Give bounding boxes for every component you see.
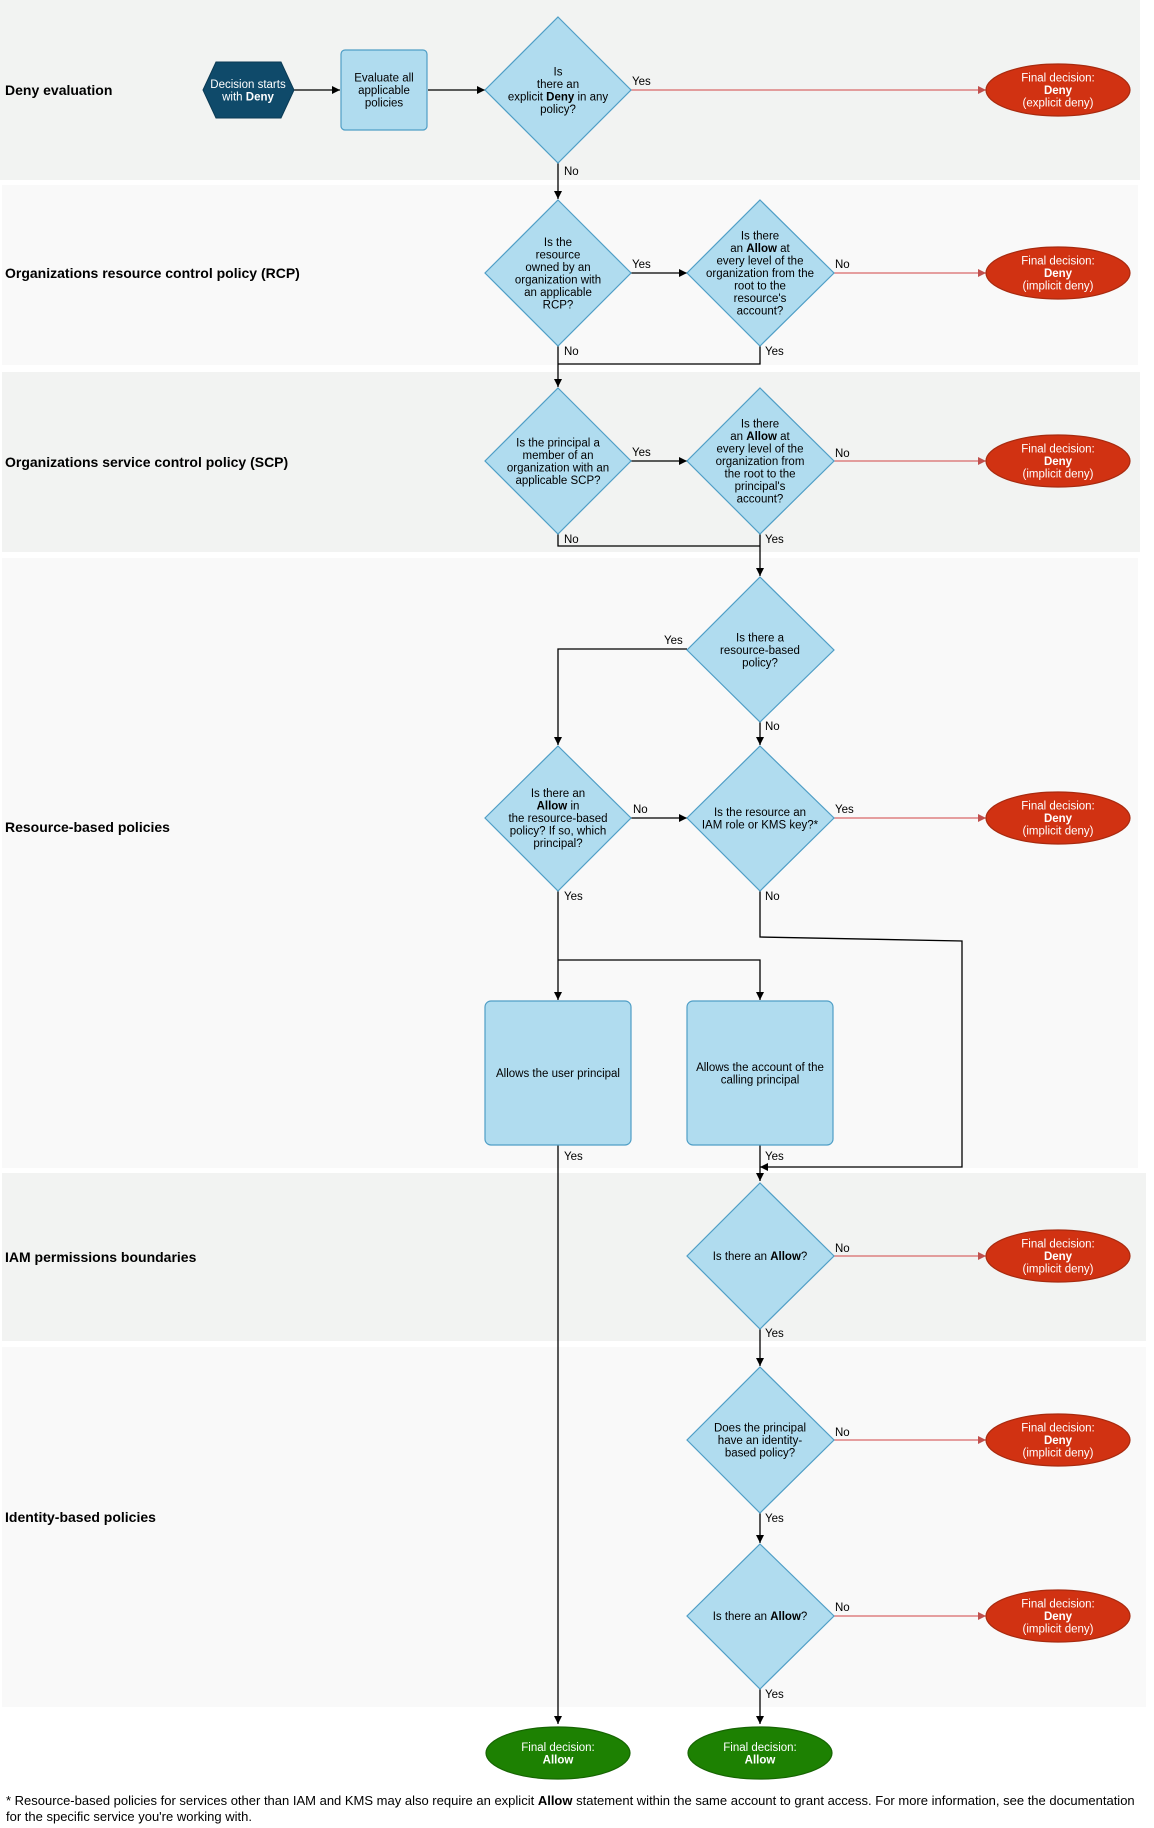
lane-label-scp: Organizations service control policy (SC… (5, 454, 288, 470)
start-node (202, 61, 295, 119)
decision-pb-allow (686, 1182, 835, 1330)
footnote-after: statement within the same account to gra… (6, 1793, 1135, 1824)
final-explicit-deny-label: Final decision:Deny(explicit deny) (1021, 73, 1095, 110)
final-ibp2-deny-label: Final decision:Deny(implicit deny) (1021, 1599, 1095, 1636)
final-allow-account-label: Final decision:Allow (723, 1742, 797, 1767)
label-explicit-no: No (564, 166, 579, 178)
final-rbp-deny (985, 791, 1131, 845)
final-allow-user-label: Final decision:Allow (521, 1742, 595, 1767)
label-rbp-exists-no: No (765, 721, 780, 733)
label-rbp-exists-yes: Yes (664, 635, 683, 647)
final-ibp-deny-label: Final decision:Deny(implicit deny) (1021, 1423, 1095, 1460)
decision-pb-allow-label: Is there an Allow? (713, 1251, 808, 1263)
label-rcp-applies-no: No (564, 346, 579, 358)
footnote-before: * Resource-based policies for services o… (6, 1793, 538, 1808)
evaluate-policies-box (340, 49, 428, 131)
edge-rbp-allow-yes-account (558, 959, 764, 1000)
label-rcp-allow-no: No (835, 259, 850, 271)
edge-labels: Yes No Yes No No Yes Yes No No Yes Yes N… (564, 76, 854, 1701)
lane-label-resource-based: Resource-based policies (5, 819, 170, 835)
label-allow-user-yes: Yes (564, 1151, 583, 1163)
edges (293, 86, 986, 1724)
label-scp-applies-no: No (564, 534, 579, 546)
label-pb-no: No (835, 1243, 850, 1255)
final-allow-account (687, 1726, 833, 1780)
allows-user-principal-label: Allows the user principal (496, 1068, 620, 1080)
lane-label-deny: Deny evaluation (5, 82, 112, 98)
label-rcp-applies-yes: Yes (632, 259, 651, 271)
lane-label-rcp: Organizations resource control policy (R… (5, 265, 300, 281)
label-rcp-allow-yes: Yes (765, 346, 784, 358)
label-pb-yes: Yes (765, 1328, 784, 1340)
final-scp-deny (985, 434, 1131, 488)
label-rbp-allow-yes: Yes (564, 891, 583, 903)
label-scp-allow-yes: Yes (765, 534, 784, 546)
label-rbp-allow-no: No (633, 804, 648, 816)
final-allow-user (485, 1726, 631, 1780)
final-scp-deny-label: Final decision:Deny(implicit deny) (1021, 444, 1095, 481)
label-explicit-yes: Yes (632, 76, 651, 88)
decision-ibp-allow-label: Is there an Allow? (713, 1611, 808, 1623)
final-ibp-deny (985, 1413, 1131, 1467)
allows-account-box (686, 1000, 834, 1146)
lane-identity-based (2, 1347, 1146, 1707)
final-ibp2-deny (985, 1589, 1131, 1643)
decision-rcp-applies (484, 199, 632, 347)
label-iam-kms-no: No (765, 891, 780, 903)
decision-ibp-exists (686, 1366, 835, 1514)
allows-user-principal-box (484, 1000, 632, 1146)
lane-permissions-boundaries (2, 1173, 1146, 1341)
final-rbp-deny-label: Final decision:Deny(implicit deny) (1021, 801, 1095, 838)
label-ibp-allow-no: No (835, 1602, 850, 1614)
label-scp-applies-yes: Yes (632, 447, 651, 459)
edge-scp-applies-no (557, 534, 760, 547)
decision-scp-applies (484, 387, 632, 535)
decision-explicit-deny (484, 16, 632, 164)
lane-label-permissions-boundaries: IAM permissions boundaries (5, 1249, 197, 1265)
edge-rbp-exists-yes (554, 648, 687, 745)
lane-label-identity-based: Identity-based policies (5, 1509, 156, 1525)
final-rcp-deny-label: Final decision:Deny(implicit deny) (1021, 256, 1095, 293)
decision-rcp-allow (686, 199, 835, 347)
label-allow-account-yes: Yes (765, 1151, 784, 1163)
final-rcp-deny (985, 246, 1131, 300)
final-explicit-deny (985, 63, 1131, 117)
label-ibp-exists-yes: Yes (765, 1513, 784, 1525)
footnote: * Resource-based policies for services o… (6, 1793, 1146, 1825)
lanes (0, 0, 1146, 1707)
decision-iam-kms (686, 745, 835, 892)
label-scp-allow-no: No (835, 448, 850, 460)
label-iam-kms-yes: Yes (835, 804, 854, 816)
edge-iam-kms-no (759, 891, 963, 1171)
lane-labels: Deny evaluation Organizations resource c… (5, 82, 300, 1525)
decision-rbp-allow (484, 745, 632, 892)
label-ibp-exists-no: No (835, 1427, 850, 1439)
footnote-bold: Allow (537, 1793, 573, 1808)
decision-ibp-allow (686, 1543, 835, 1690)
final-pb-deny-label: Final decision:Deny(implicit deny) (1021, 1239, 1095, 1276)
decision-rbp-exists (686, 576, 835, 723)
edge-rcp-allow-yes (558, 346, 761, 365)
final-pb-deny (985, 1229, 1131, 1283)
decision-scp-allow (686, 387, 835, 535)
label-ibp-allow-yes: Yes (765, 1689, 784, 1701)
